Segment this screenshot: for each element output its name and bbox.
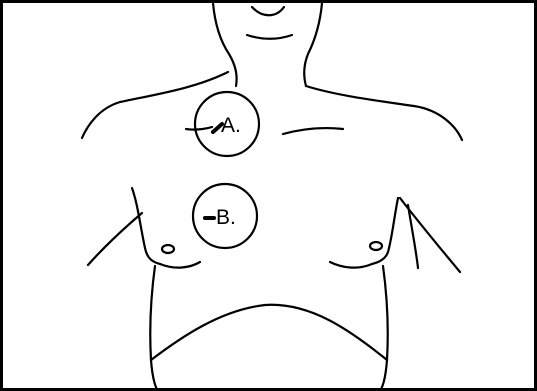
- chest-left-side: [132, 188, 160, 264]
- waist-curve: [151, 305, 387, 360]
- chin-line: [252, 7, 284, 15]
- chest-right-side: [372, 198, 398, 264]
- neck-right-outline: [304, 3, 322, 86]
- marker-label-a: A.: [221, 114, 241, 137]
- torso-left-side: [150, 266, 158, 391]
- neck-crease: [247, 35, 292, 39]
- nipple-right: [370, 242, 382, 250]
- clavicle-left: [186, 127, 212, 130]
- shoulder-right: [306, 86, 462, 140]
- nipple-left: [162, 245, 174, 253]
- marker-label-b: B.: [216, 206, 236, 229]
- clavicle-right: [283, 128, 343, 134]
- torso-right-side: [380, 266, 388, 391]
- pectoral-right: [330, 262, 372, 268]
- pectoral-left: [160, 262, 200, 268]
- arm-left-outer: [88, 213, 142, 265]
